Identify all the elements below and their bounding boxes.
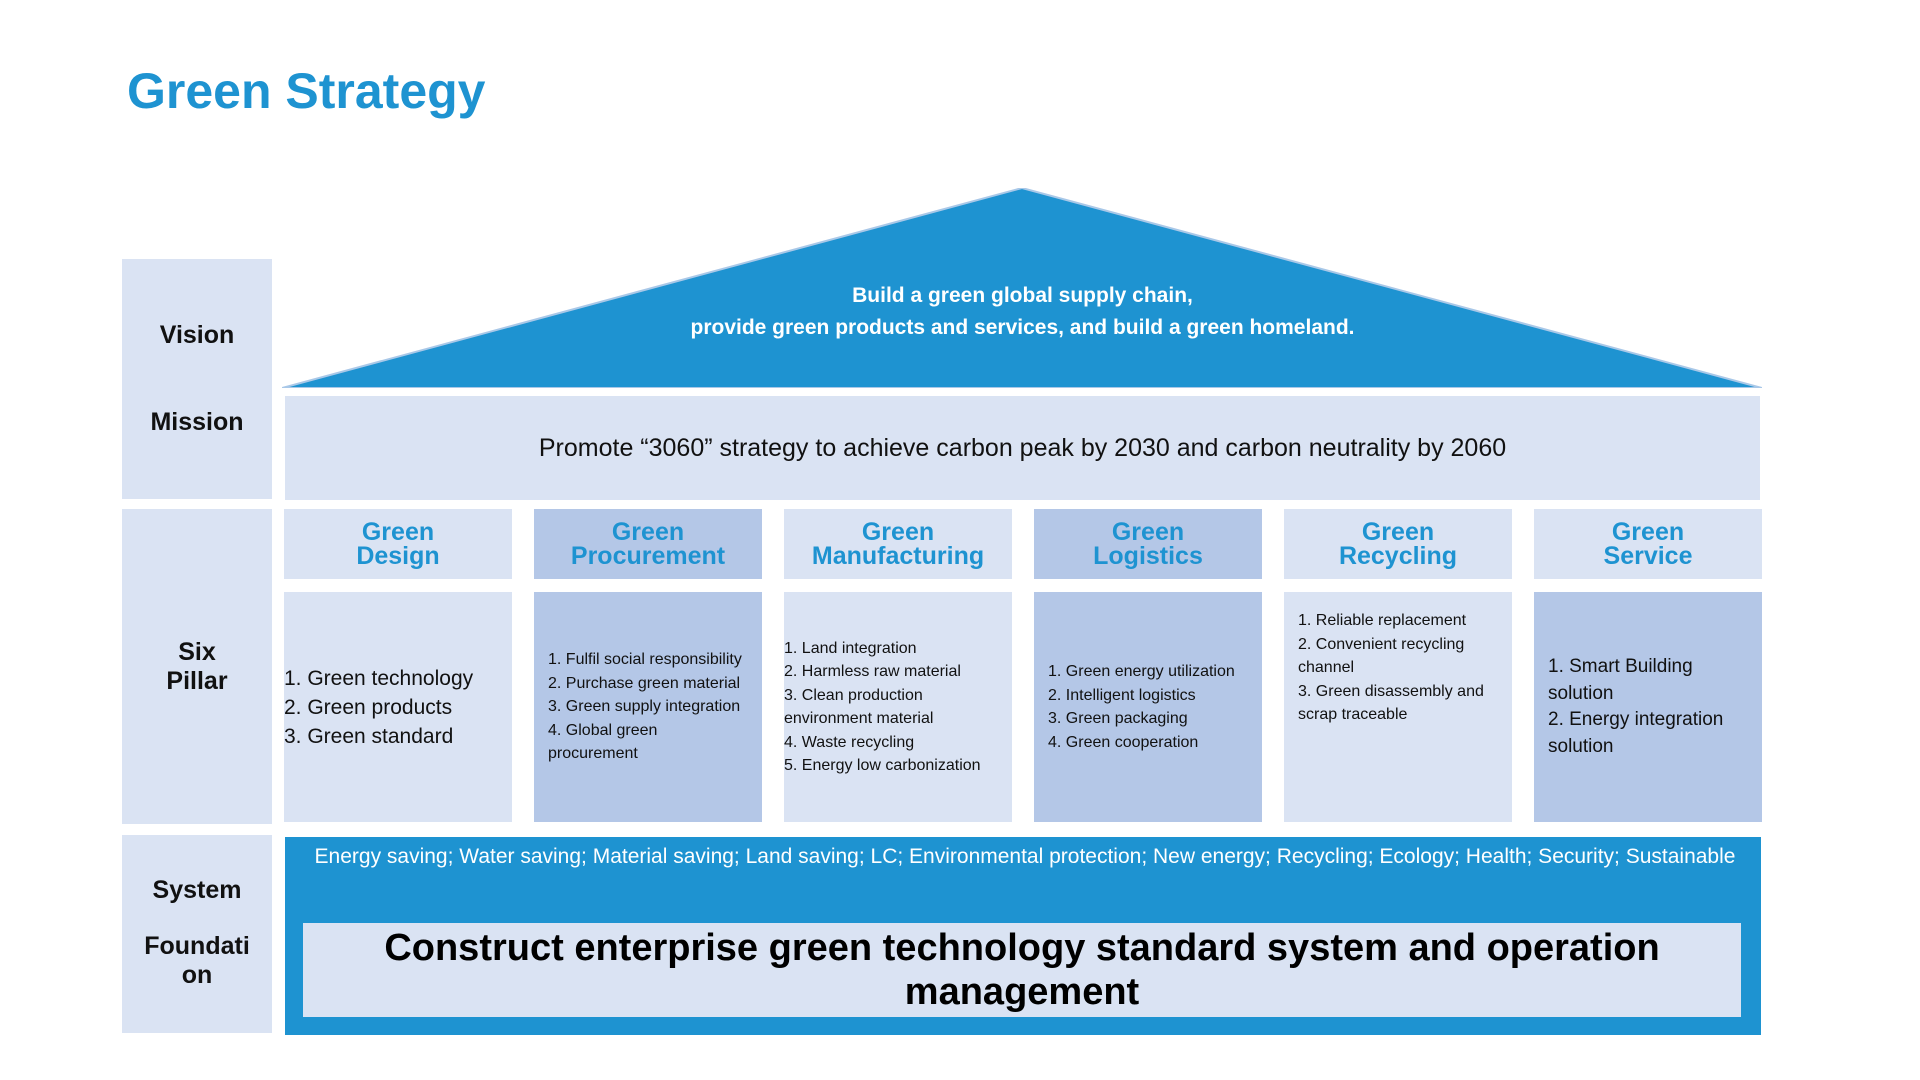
pillar-body-design: 1. Green technology 2. Green products 3.… xyxy=(284,592,512,822)
pillar-item: 4. Waste recycling xyxy=(784,733,915,751)
pillar-item: 2. Purchase green material xyxy=(548,674,741,692)
pillar-title-2: Procurement xyxy=(570,542,726,570)
pillar-items: 1. Fulfil social responsibility 2. Purch… xyxy=(548,648,748,766)
system-label: System xyxy=(152,876,242,904)
foundation-text: Construct enterprise green technology st… xyxy=(384,927,1660,1013)
system-text: Energy saving; Water saving; Material sa… xyxy=(314,845,1736,868)
pillar-item: 2. Energy integration solution xyxy=(1548,709,1724,757)
vision-roof xyxy=(282,188,1762,388)
pillar-title-1: Green xyxy=(1361,518,1435,546)
mission-label: Mission xyxy=(150,407,244,436)
vision-line-1: Build a green global supply chain, xyxy=(852,284,1193,307)
pillar-item: 1. Green energy utilization xyxy=(1048,663,1235,680)
pillar-item: 5. Energy low carbonization xyxy=(784,757,981,774)
pillar-items: 1. Reliable replacement 2. Convenient re… xyxy=(1298,609,1504,727)
page-title: Green Strategy xyxy=(127,63,486,119)
pillar-item: 2. Harmless raw material xyxy=(784,663,961,680)
vision-text: Build a green global supply chain, provi… xyxy=(500,280,1545,344)
pillar-item: 4. Green cooperation xyxy=(1048,733,1199,751)
pillar-items: 1. Smart Building solution 2. Energy int… xyxy=(1548,654,1754,760)
six-pillar-label-line2: Pillar xyxy=(166,666,228,695)
pillar-item: 1. Land integration xyxy=(784,639,917,657)
pillar-items: 1. Green energy utilization 2. Intellige… xyxy=(1048,660,1235,754)
pillar-item: 2. Green products xyxy=(284,695,453,719)
pillar-title-1: Green xyxy=(361,518,435,546)
vision-mission-label-panel: Vision Mission xyxy=(122,259,272,499)
pillar-item: 3. Green disassembly and scrap traceable xyxy=(1298,682,1484,724)
pillar-body-recycling: 1. Reliable replacement 2. Convenient re… xyxy=(1284,592,1512,822)
six-pillar-label-panel: Six Pillar xyxy=(122,509,272,824)
pillar-item: 2. Intelligent logistics xyxy=(1048,686,1196,704)
pillar-item: 3. Green supply integration xyxy=(548,698,741,716)
pillar-item: 1. Reliable replacement xyxy=(1298,612,1467,629)
pillar-title-2: Service xyxy=(1603,542,1693,570)
pillar-item: 4. Global green procurement xyxy=(548,721,658,763)
pillar-item: 3. Green standard xyxy=(284,724,454,748)
pillar-title-1: Green xyxy=(861,518,935,546)
pillar-title-2: Design xyxy=(356,542,440,570)
foundation-box: Construct enterprise green technology st… xyxy=(303,923,1741,1017)
pillar-item: 1. Green technology xyxy=(284,666,474,690)
pillar-title-1: Green xyxy=(1611,518,1685,546)
foundation-label: Foundati on xyxy=(144,931,250,989)
pillar-body-service: 1. Smart Building solution 2. Energy int… xyxy=(1534,592,1762,822)
pillar-title-2: Recycling xyxy=(1338,542,1458,570)
pillar-item: 3. Green packaging xyxy=(1048,710,1188,727)
mission-text: Promote “3060” strategy to achieve carbo… xyxy=(538,433,1507,462)
pillar-body-procurement: 1. Fulfil social responsibility 2. Purch… xyxy=(534,592,762,822)
mission-box: Promote “3060” strategy to achieve carbo… xyxy=(285,396,1760,500)
pillar-body-manufacturing: 1. Land integration 2. Harmless raw mate… xyxy=(784,592,1012,822)
pillar-item: 3. Clean production environment material xyxy=(784,686,934,728)
pillar-items: 1. Green technology 2. Green products 3.… xyxy=(284,664,473,751)
system-foundation-label-panel: System Foundati on xyxy=(122,835,272,1033)
pillar-title-1: Green xyxy=(611,518,685,546)
pillar-items: 1. Land integration 2. Harmless raw mate… xyxy=(784,637,1008,778)
pillar-item: 1. Smart Building solution xyxy=(1548,656,1693,704)
pillar-item: 1. Fulfil social responsibility xyxy=(548,651,742,669)
pillar-title-1: Green xyxy=(1111,518,1185,546)
pillar-title-2: Manufacturing xyxy=(811,542,985,570)
six-pillar-label-line1: Six xyxy=(178,637,216,666)
vision-line-2: provide green products and services, and… xyxy=(690,316,1355,339)
pillar-item: 2. Convenient recycling channel xyxy=(1298,635,1465,677)
vision-label: Vision xyxy=(159,321,235,349)
pillar-title-2: Logistics xyxy=(1093,542,1203,570)
pillar-body-logistics: 1. Green energy utilization 2. Intellige… xyxy=(1034,592,1262,822)
